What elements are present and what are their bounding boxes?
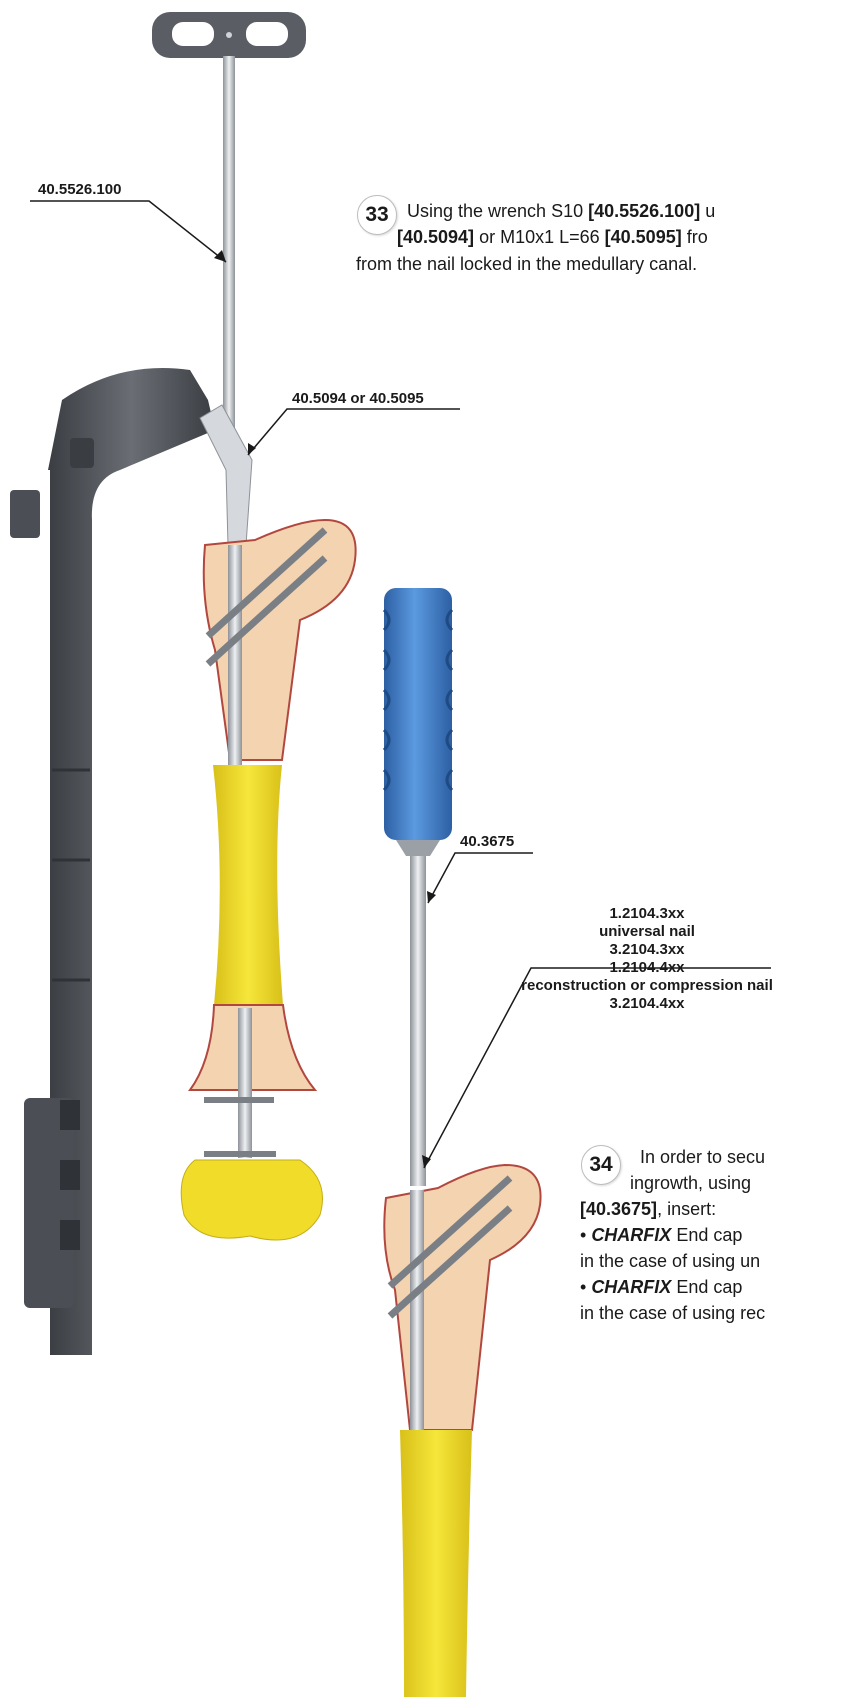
text: fro [682, 227, 708, 247]
femur-proximal-2 [384, 1165, 540, 1435]
nail-code-3: 1.2104.4xx [502, 959, 792, 977]
brand-charfix: CHARFIX [591, 1225, 671, 1245]
text: or M10x1 L=66 [474, 227, 605, 247]
femur-proximal-1 [204, 520, 356, 767]
nail-type-reconstruction: reconstruction or compression nail [502, 977, 792, 995]
brand-charfix: CHARFIX [591, 1277, 671, 1297]
step-33-line-1: Using the wrench S10 [40.5526.100] u [407, 198, 715, 224]
femur-shaft-yellow-2 [400, 1430, 472, 1697]
callout-screwdriver: 40.3675 [460, 833, 514, 850]
step-34-line-7: in the case of using rec [580, 1300, 765, 1326]
nail-code-4: 3.2104.4xx [502, 995, 792, 1013]
ref-screw-2: [40.5095] [605, 227, 682, 247]
text: Using the wrench S10 [407, 201, 588, 221]
text: End cap [671, 1277, 742, 1297]
step-34-line-5: in the case of using un [580, 1248, 760, 1274]
step-33-line-2: [40.5094] or M10x1 L=66 [40.5095] fro [397, 224, 708, 250]
femur-distal [181, 1005, 322, 1240]
callout-screw: 40.5094 or 40.5095 [292, 390, 424, 407]
step-34-line-4: • CHARFIX End cap [580, 1222, 742, 1248]
nail-code-2: 3.2104.3xx [502, 941, 792, 959]
step-34-line-2: ingrowth, using [630, 1170, 751, 1196]
bullet: • [580, 1277, 591, 1297]
text: , insert: [657, 1199, 716, 1219]
text: u [700, 201, 715, 221]
nail-type-universal: universal nail [502, 923, 792, 941]
step-34-line-6: • CHARFIX End cap [580, 1274, 742, 1300]
step-34-line-3: [40.3675], insert: [580, 1196, 716, 1222]
screwdriver [384, 588, 452, 1186]
callout-wrench: 40.5526.100 [38, 181, 121, 198]
ref-screwdriver: [40.3675] [580, 1199, 657, 1219]
step-34-number: 34 [581, 1145, 621, 1185]
bullet: • [580, 1225, 591, 1245]
text: End cap [671, 1225, 742, 1245]
step-33-number: 33 [357, 195, 397, 235]
ref-wrench: [40.5526.100] [588, 201, 700, 221]
ref-screw-1: [40.5094] [397, 227, 474, 247]
step-33-line-3: from the nail locked in the medullary ca… [356, 251, 697, 277]
step-34-line-1: In order to secu [640, 1144, 765, 1170]
nail-code-1: 1.2104.3xx [502, 905, 792, 923]
callout-nail-codes: 1.2104.3xx universal nail 3.2104.3xx 1.2… [502, 905, 792, 1013]
femur-shaft-yellow-1 [213, 765, 283, 1005]
